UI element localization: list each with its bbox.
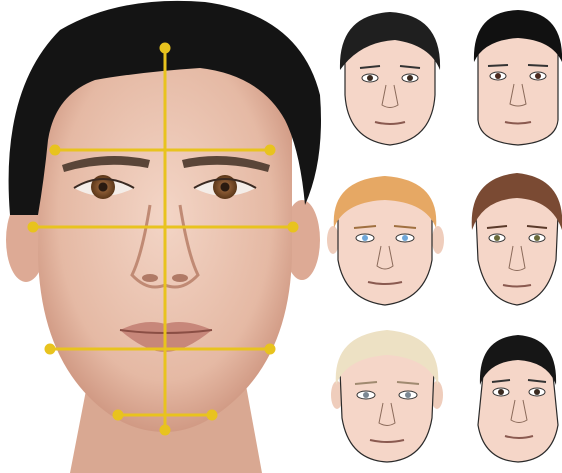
face-thumb-triangle <box>331 330 443 462</box>
main-portrait <box>0 0 322 473</box>
guide-point <box>46 345 54 353</box>
guide-point <box>266 345 274 353</box>
face-thumb-pear <box>478 335 558 462</box>
guide-point <box>208 411 216 419</box>
guide-point <box>29 223 37 231</box>
guide-point <box>266 146 274 154</box>
face-thumb-oval <box>340 12 440 145</box>
face-thumb-round <box>327 176 444 305</box>
face-shape-gallery <box>327 10 562 462</box>
guide-point <box>51 146 59 154</box>
face-thumb-square <box>474 10 562 145</box>
guide-point <box>161 426 169 434</box>
guide-point <box>114 411 122 419</box>
guide-point <box>161 44 169 52</box>
guide-point <box>289 223 297 231</box>
face-thumb-diamond <box>472 173 562 305</box>
